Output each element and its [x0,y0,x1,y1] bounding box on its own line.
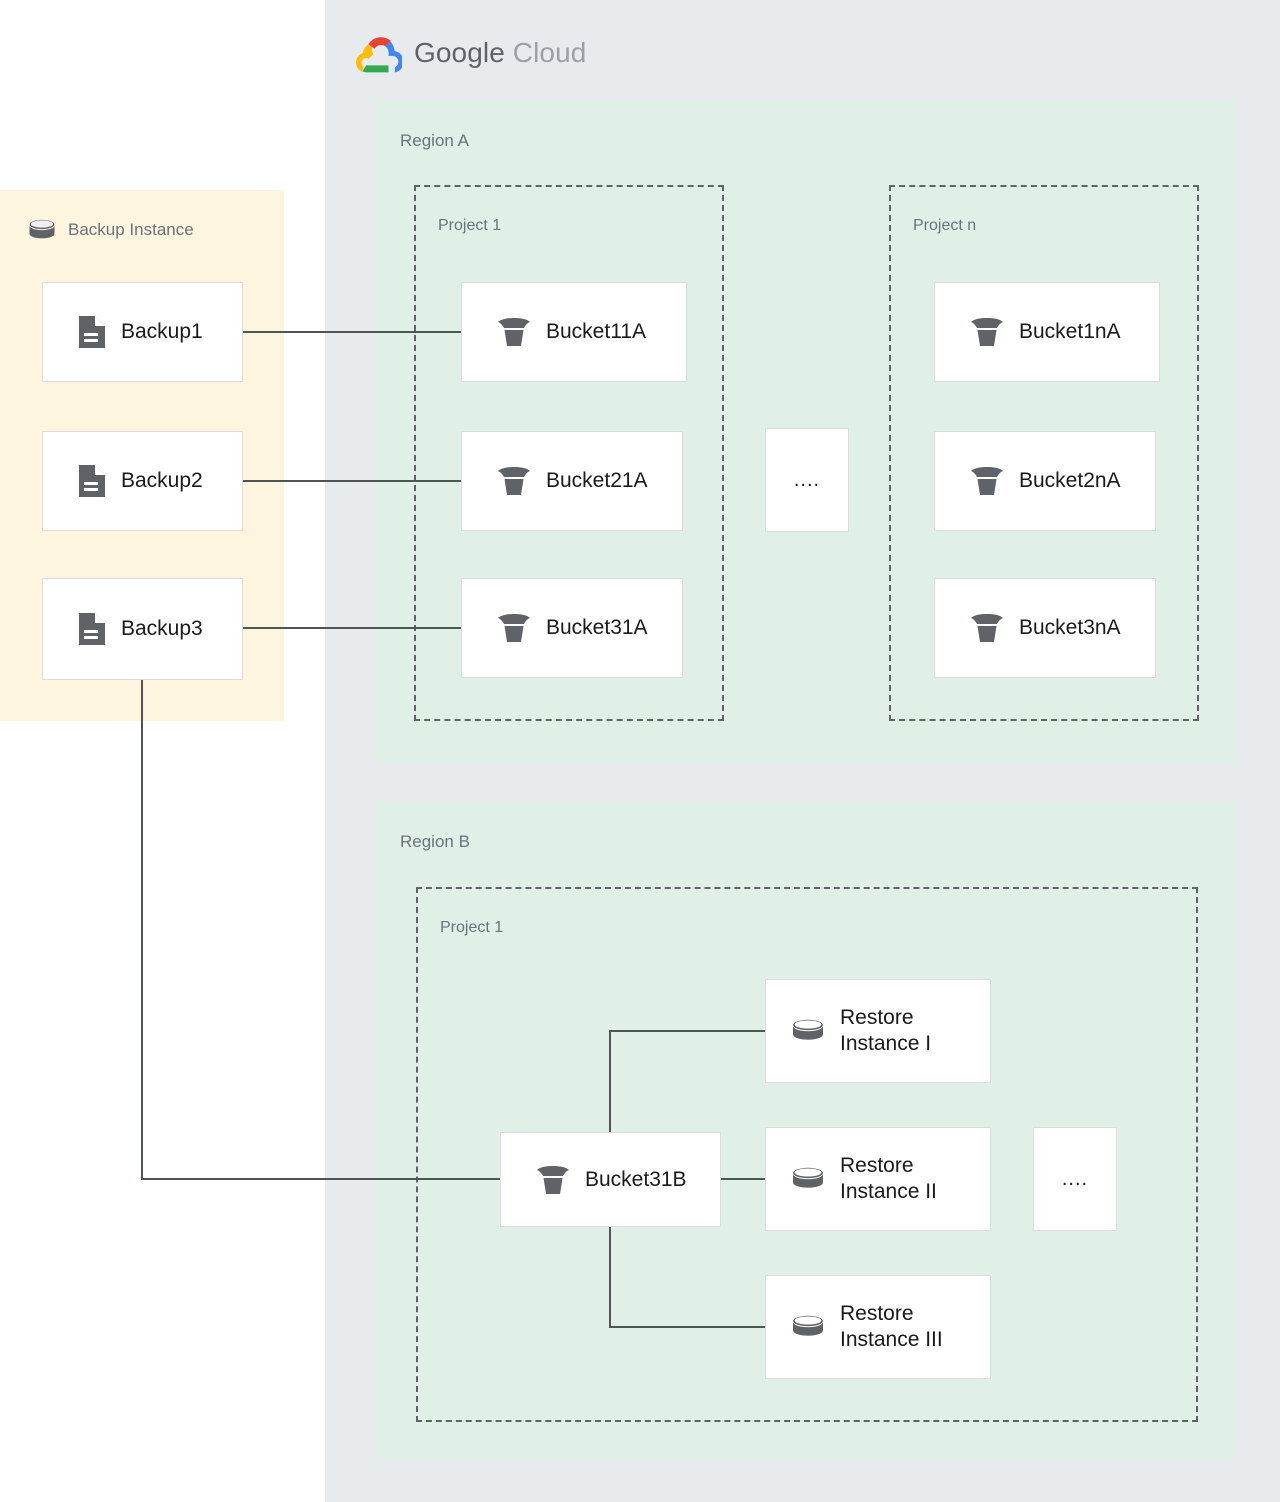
node-bucket31a-label: Bucket31A [546,616,648,640]
region-a-ellipsis-box: .... [765,428,849,532]
node-backup1-label: Backup1 [121,320,203,344]
region-a-project-1: Project 1 [414,185,724,721]
bucket-icon [498,467,530,495]
node-bucket2na-label: Bucket2nA [1019,469,1121,493]
node-bucket31b-label: Bucket31B [585,1167,687,1191]
node-bucket1na[interactable]: Bucket1nA [934,282,1160,382]
region-a-ellipsis-label: .... [793,469,821,491]
database-cylinder-icon [29,219,55,239]
bucket-icon [971,614,1003,642]
brand-google: Google [414,37,505,68]
database-cylinder-icon [793,1019,823,1040]
region-b-label: Region B [400,832,470,851]
node-bucket21a[interactable]: Bucket21A [461,431,683,531]
region-b-ellipsis-box: .... [1033,1127,1117,1231]
node-bucket3na-label: Bucket3nA [1019,616,1121,640]
node-restore-instance-3[interactable]: Restore Instance III [765,1275,991,1379]
region-b-project-1-label: Project 1 [440,919,504,936]
node-bucket3na[interactable]: Bucket3nA [934,578,1156,678]
region-a-project-n-label: Project n [913,217,977,234]
bucket-icon [971,467,1003,495]
bucket-icon [498,318,530,346]
brand-wordmark: Google Cloud [414,37,586,69]
node-backup3-label: Backup3 [121,617,203,641]
node-restore-instance-2[interactable]: Restore Instance II [765,1127,991,1231]
node-bucket21a-label: Bucket21A [546,469,648,493]
backup-instance-header: Backup Instance [28,218,194,242]
google-cloud-logo-icon [356,37,402,73]
node-bucket2na[interactable]: Bucket2nA [934,431,1156,531]
node-bucket11a[interactable]: Bucket11A [461,282,687,382]
node-restore-instance-3-label: Restore Instance III [840,1302,943,1351]
bucket-icon [537,1165,569,1194]
brand-cloud: Cloud [512,37,587,68]
node-restore-instance-1-label: Restore Instance I [840,1006,932,1055]
document-icon [79,316,105,348]
node-restore-instance-1[interactable]: Restore Instance I [765,979,991,1083]
node-bucket1na-label: Bucket1nA [1019,320,1121,344]
backup-instance-title: Backup Instance [68,220,194,239]
node-backup2-label: Backup2 [121,469,203,493]
region-a-label: Region A [400,131,469,150]
node-bucket11a-label: Bucket11A [546,320,647,344]
document-icon [79,613,105,645]
region-a-project-n: Project n [889,185,1199,721]
database-cylinder-icon [793,1167,823,1188]
bucket-icon [498,614,530,642]
region-a-project-1-label: Project 1 [438,217,502,234]
node-restore-instance-2-label: Restore Instance II [840,1154,937,1203]
google-cloud-brand: Google Cloud [356,29,586,77]
node-bucket31a[interactable]: Bucket31A [461,578,683,678]
node-backup2[interactable]: Backup2 [42,431,243,531]
database-cylinder-icon [793,1315,823,1336]
document-icon [79,465,105,497]
node-backup1[interactable]: Backup1 [42,282,243,382]
region-b-ellipsis-label: .... [1061,1168,1089,1190]
node-bucket31b[interactable]: Bucket31B [500,1132,721,1227]
bucket-icon [971,318,1003,346]
node-backup3[interactable]: Backup3 [42,578,243,680]
